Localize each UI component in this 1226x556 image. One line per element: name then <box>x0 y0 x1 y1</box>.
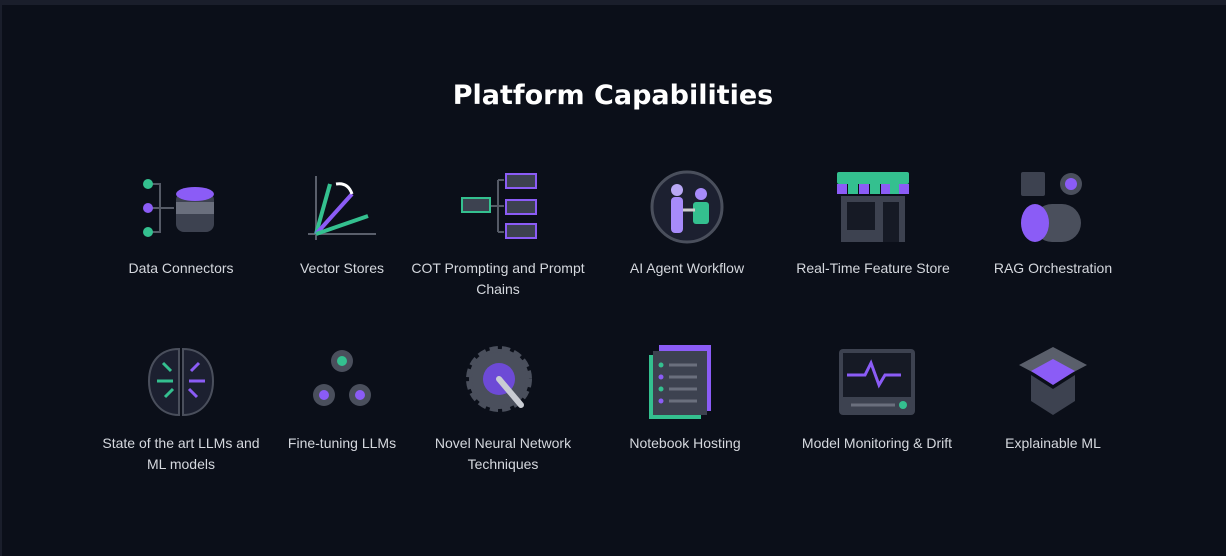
capability-label: State of the art LLMs and ML models <box>102 435 260 472</box>
capability-rag-orchestration: RAG Orchestration <box>963 170 1143 279</box>
capability-label: Real-Time Feature Store <box>796 260 950 276</box>
capability-label: Notebook Hosting <box>629 435 741 451</box>
gears-cycle-icon <box>313 350 371 406</box>
capability-explainable-ml: Explainable ML <box>963 345 1143 454</box>
capability-neural-network: Novel Neural Network Techniques <box>413 345 593 475</box>
capability-llms: State of the art LLMs and ML models <box>91 345 271 475</box>
brain-icon <box>147 347 215 417</box>
rag-cylinder-icon <box>1021 172 1082 242</box>
top-border <box>0 0 1226 5</box>
storefront-icon <box>837 172 909 242</box>
capability-label: Vector Stores <box>299 260 385 276</box>
capability-label: Model Monitoring & Drift <box>801 435 953 451</box>
left-border <box>0 0 2 556</box>
vector-chart-icon <box>308 176 376 240</box>
capability-cot-prompting: COT Prompting and Prompt Chains <box>408 172 588 300</box>
capability-notebook-hosting: Notebook Hosting <box>595 345 775 454</box>
open-box-icon <box>1019 347 1087 415</box>
database-icon <box>143 179 214 237</box>
agent-handshake-icon <box>650 170 724 244</box>
capability-feature-store: Real-Time Feature Store <box>783 170 963 279</box>
capability-ai-agent-workflow: AI Agent Workflow <box>597 170 777 279</box>
monitor-pulse-icon <box>839 349 915 415</box>
capability-label: COT Prompting and Prompt Chains <box>411 260 585 297</box>
notebook-icon <box>649 345 711 419</box>
capability-label: Fine-tuning LLMs <box>287 435 397 451</box>
capability-data-connectors: Data Connectors <box>91 172 271 279</box>
section-title: Platform Capabilities <box>452 80 774 111</box>
capability-label: Data Connectors <box>128 260 234 276</box>
capability-label: RAG Orchestration <box>993 260 1113 276</box>
capability-label: AI Agent Workflow <box>629 260 745 276</box>
capability-vector-stores: Vector Stores <box>252 172 432 279</box>
capability-model-monitoring: Model Monitoring & Drift <box>787 345 967 454</box>
capability-fine-tuning: Fine-tuning LLMs <box>252 345 432 454</box>
prompt-chain-icon <box>461 173 537 239</box>
capability-label: Novel Neural Network Techniques <box>434 435 572 472</box>
capability-label: Explainable ML <box>1005 435 1101 451</box>
gear-wrench-icon <box>466 346 532 412</box>
